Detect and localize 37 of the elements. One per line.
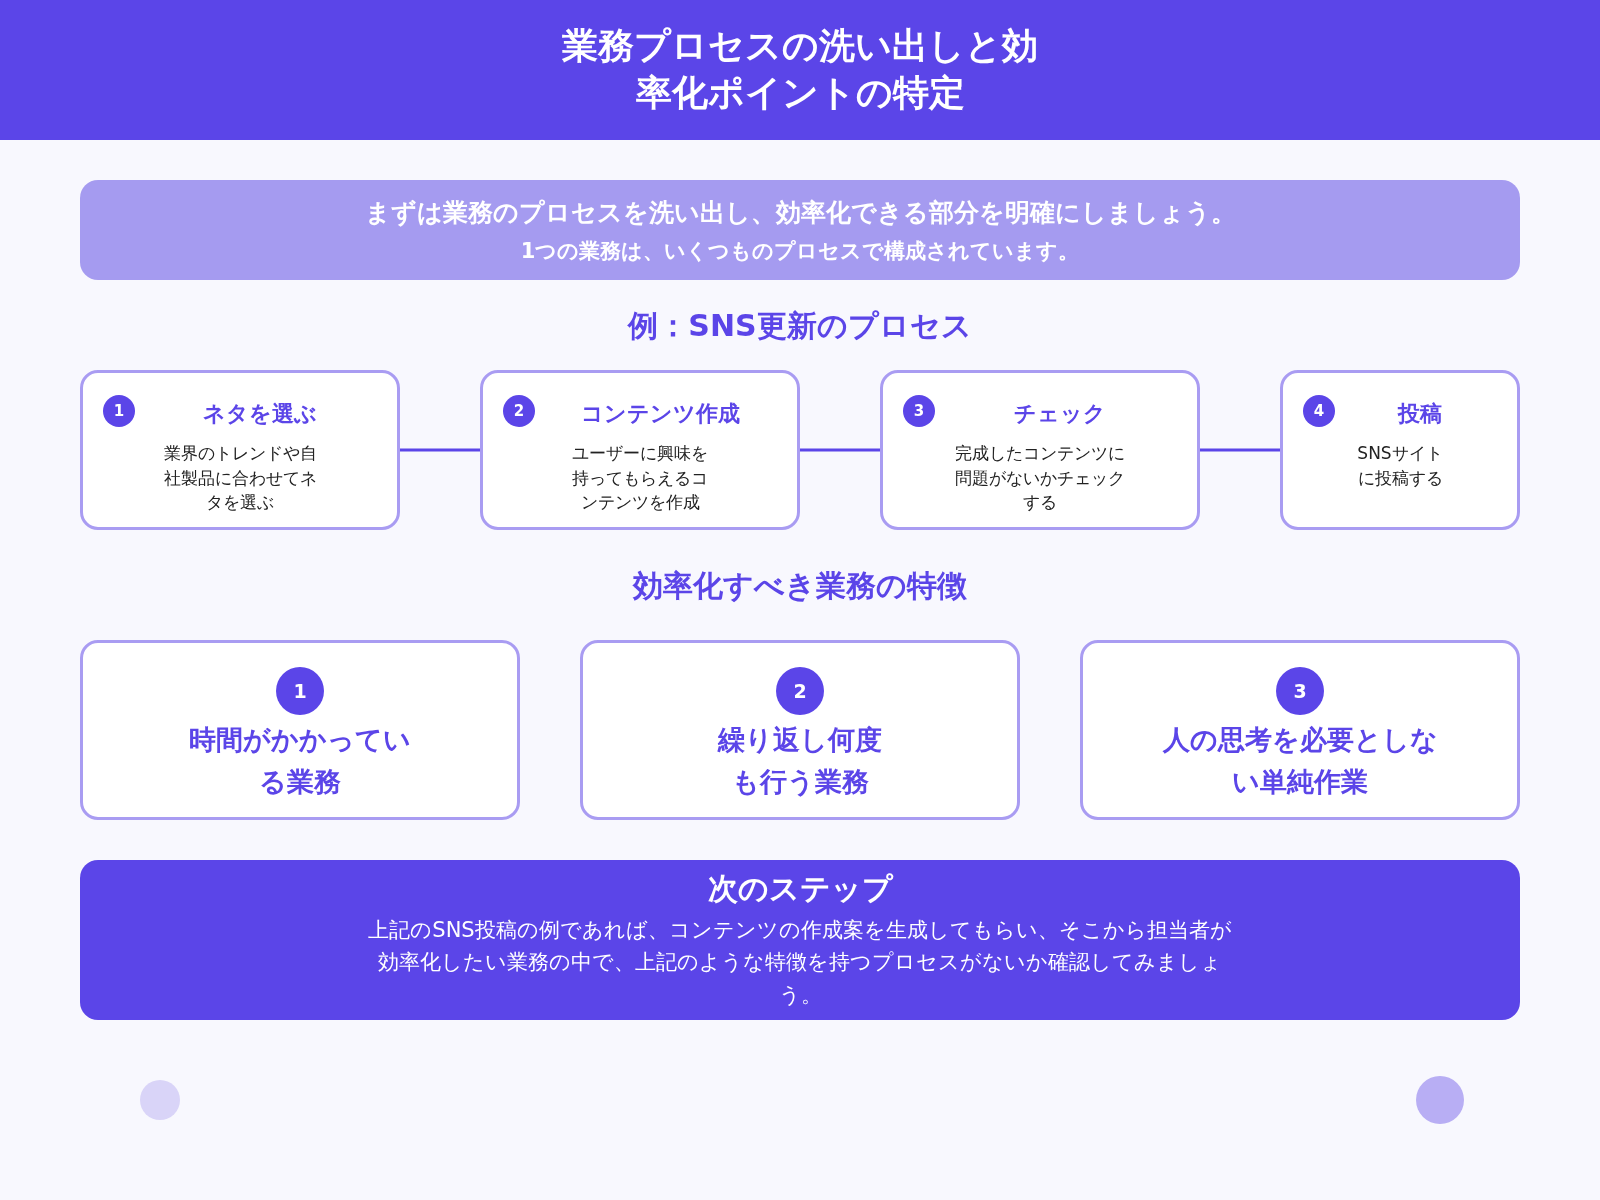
step-heading: 投稿 [1396, 400, 1443, 428]
process-card [1280, 370, 1520, 530]
number-badge: 1 [103, 395, 135, 427]
step-description: 業界のトレンドや自社製品に合わせてネタを選ぶ [163, 442, 317, 515]
process-card [480, 370, 800, 530]
number-badge: 1 [276, 667, 324, 715]
feature-card [1080, 640, 1520, 820]
number-badge: 2 [776, 667, 824, 715]
connector-line [400, 448, 480, 452]
next-step-text: 上記のSNS投稿の例であれば、コンテンツの作成案を生成してもらい、そこから担当者が効率化したい業務の中で、上記のような特徴を持つプロセスがないか確認してみましょう。 [367, 916, 1233, 1009]
feature-card [580, 640, 1020, 820]
intro-text: まずは業務のプロセスを洗い出し、効率化できる部分を明確にしましょう。 [364, 196, 1236, 229]
step-description: ユーザーに興味を持ってもらえるコンテンツを作成 [572, 442, 708, 515]
connector-line [1200, 448, 1280, 452]
section-heading: 例：SNS更新のプロセス [626, 307, 973, 345]
step-heading: コンテンツ作成 [579, 400, 741, 428]
feature-text: 人の思考を必要としない単純作業 [1161, 723, 1439, 799]
number-badge: 3 [903, 395, 935, 427]
feature-card [80, 640, 520, 820]
intro-banner [80, 180, 1520, 280]
feature-text: 繰り返し何度も行う業務 [716, 723, 883, 799]
section-heading: 効率化すべき業務の特徴 [631, 567, 968, 605]
feature-text: 時間がかかっている業務 [188, 723, 412, 799]
step-heading: ネタを選ぶ [202, 400, 318, 428]
title: 業務プロセスの洗い出しと効率化ポイントの特定 [561, 24, 1039, 115]
process-card [80, 370, 400, 530]
step-description: SNSサイトに投稿する [1356, 442, 1444, 490]
number-badge: 3 [1276, 667, 1324, 715]
connector-line [800, 448, 880, 452]
process-card [880, 370, 1200, 530]
number-badge: 2 [503, 395, 535, 427]
intro-text: 1つの業務は、いくつものプロセスで構成されています。 [520, 237, 1080, 265]
next-step-heading: 次のステップ [707, 869, 893, 908]
step-heading: チェック [1013, 400, 1107, 428]
step-description: 完成したコンテンツに問題がないかチェックする [955, 442, 1125, 515]
next-step-banner [80, 860, 1520, 1020]
number-badge: 4 [1303, 395, 1335, 427]
